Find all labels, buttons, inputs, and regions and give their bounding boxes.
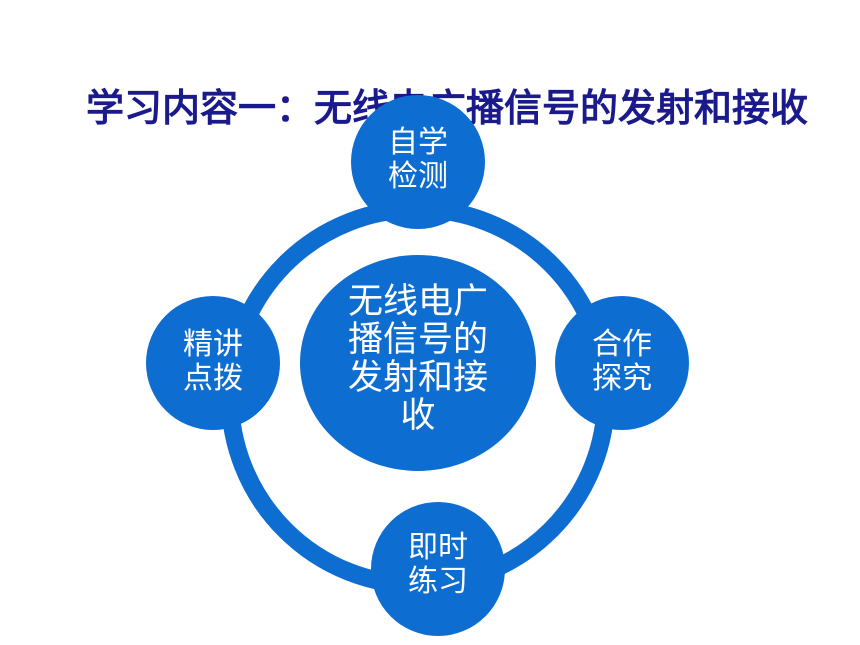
node-line: 即时	[408, 530, 468, 565]
node-line: 练习	[408, 564, 468, 599]
node-line: 精讲	[183, 327, 243, 362]
node-label-bottom: 即时 练习	[388, 531, 488, 599]
node-line: 合作	[592, 327, 652, 362]
node-line: 点拨	[183, 361, 243, 396]
center-line: 播信号的	[347, 320, 488, 360]
node-line: 检测	[388, 159, 448, 194]
node-circle-right	[555, 296, 689, 430]
center-line: 无线电广	[347, 282, 488, 322]
node-circle-left	[146, 296, 280, 430]
center-line: 收	[400, 396, 436, 436]
node-label-top: 自学 检测	[368, 126, 468, 194]
node-label-right: 合作 探究	[572, 328, 672, 396]
center-label: 无线电广 播信号的 发射和接 收	[338, 283, 498, 435]
node-label-left: 精讲 点拨	[163, 328, 263, 396]
node-line: 探究	[592, 361, 652, 396]
center-circle	[300, 255, 536, 471]
center-line: 发射和接	[347, 358, 488, 398]
node-circle-top	[351, 95, 485, 229]
node-circle-bottom	[371, 502, 505, 636]
node-line: 自学	[388, 125, 448, 160]
